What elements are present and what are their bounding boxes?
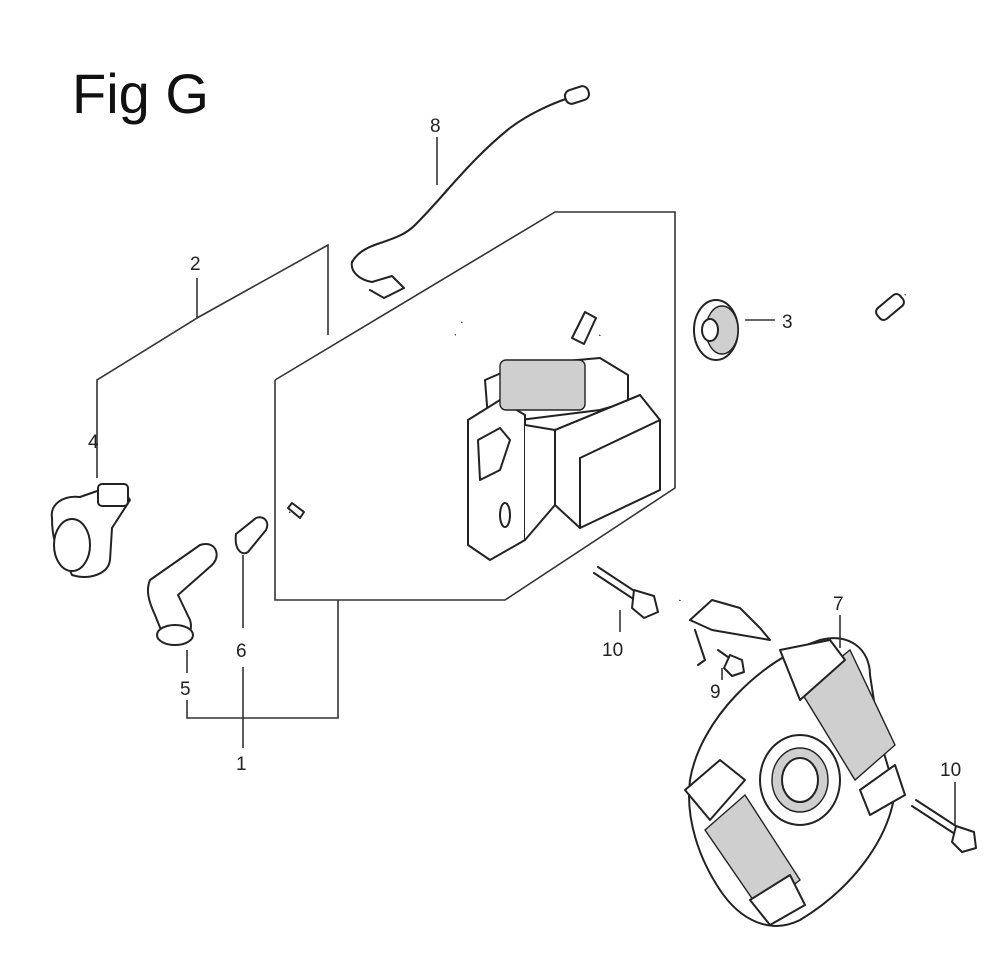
- callout-9: 9: [710, 682, 721, 703]
- part-7-exciter-coil: [678, 293, 907, 927]
- figure-title: Fig G: [72, 62, 209, 125]
- callout-10-right: 10: [940, 760, 961, 781]
- callout-numbers: 1 2 3 4 5 6 7 8 9 10 10: [88, 116, 961, 781]
- bracket-lines: [96, 211, 676, 748]
- part-4-plug-cap: [50, 455, 131, 578]
- part-8-lead-wire: [350, 85, 591, 299]
- part-6-terminal: [234, 516, 269, 555]
- callout-2: 2: [190, 254, 201, 275]
- part-3-grommet: [693, 299, 775, 361]
- callout-6: 6: [236, 641, 247, 662]
- callout-3: 3: [782, 312, 793, 333]
- callout-1: 1: [236, 754, 247, 775]
- part-5-plug-boot: [146, 543, 218, 673]
- part-10-bolt-right: [911, 782, 977, 853]
- callout-8: 8: [430, 116, 441, 137]
- callout-7: 7: [833, 594, 844, 615]
- part-10-bolt-left: [593, 566, 659, 632]
- callout-5: 5: [180, 679, 191, 700]
- callout-4: 4: [88, 432, 99, 453]
- callout-10-left: 10: [602, 640, 623, 661]
- part-9-screw: [717, 649, 745, 680]
- part-2-ignition-coil: [287, 222, 661, 561]
